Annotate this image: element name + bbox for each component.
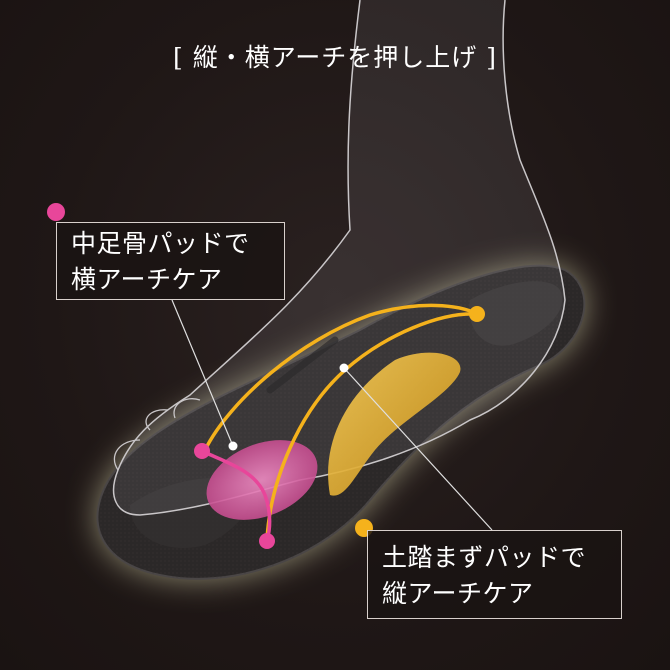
callout-metatarsal-pad: 中足骨パッドで 横アーチケア <box>56 222 285 300</box>
transverse-line <box>201 449 272 542</box>
callout-dot-metatarsal <box>47 203 65 221</box>
transverse-marker-outer <box>259 533 275 549</box>
headline: [ 縦・横アーチを押し上げ ] <box>173 43 497 72</box>
callout-metatarsal-line2: 横アーチケア <box>71 265 223 294</box>
arch-marker-heel <box>469 306 485 322</box>
callout-arch-line2: 縦アーチケア <box>382 579 534 608</box>
leader-line-metatarsal <box>171 299 234 447</box>
leader-line-arch <box>343 367 493 531</box>
callout-arch-pad: 土踏まずパッドで 縦アーチケア <box>367 530 622 619</box>
callout-metatarsal-line1: 中足骨パッドで <box>71 229 250 258</box>
insole-groove <box>266 336 339 394</box>
insole-heel-cup <box>469 281 563 346</box>
metatarsal-pad <box>206 440 318 520</box>
arch-pad <box>328 352 461 496</box>
leader-anchor-arch <box>339 363 349 373</box>
arch-line-outer <box>203 303 478 451</box>
foot-toes <box>113 398 201 471</box>
leader-anchor-metatarsal <box>228 441 238 451</box>
callout-arch-line1: 土踏まずパッドで <box>382 543 587 572</box>
transverse-marker-inner <box>194 443 210 459</box>
